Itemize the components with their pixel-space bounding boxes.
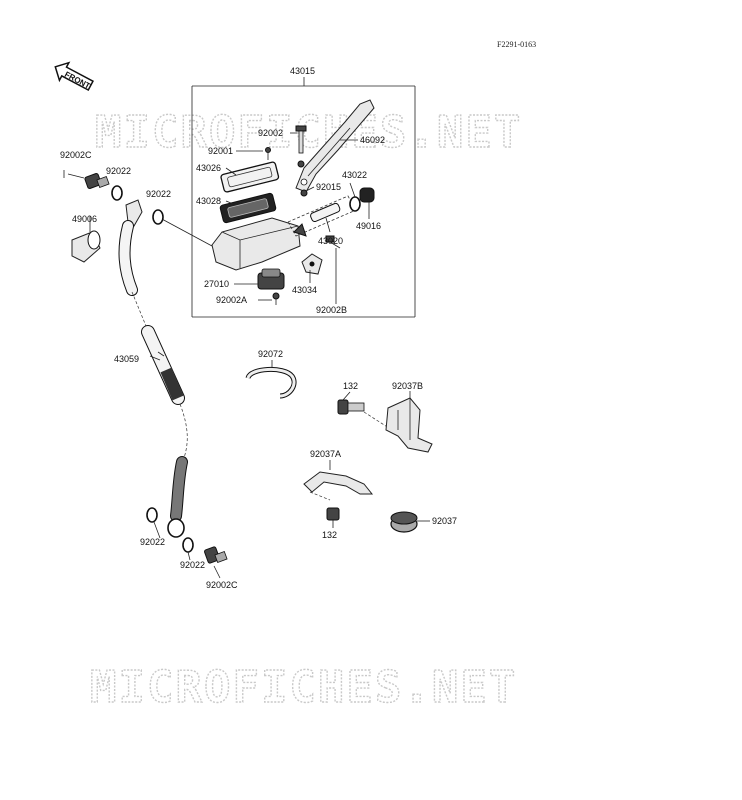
- label-92002c-top: 92002C: [60, 150, 92, 160]
- front-arrow-icon: FRONT: [54, 61, 94, 92]
- watermark-top: MICROFICHES.NET: [95, 107, 522, 158]
- label-132-top: 132: [343, 381, 358, 391]
- label-92022-mid: 92022: [146, 189, 171, 199]
- switch-holder-icon: [301, 253, 323, 275]
- grommet-icon: [390, 511, 430, 533]
- label-92037a: 92037A: [310, 449, 341, 459]
- label-92022-low-right: 92022: [180, 560, 205, 570]
- piston-seal-icon: [349, 196, 361, 212]
- watermark-bottom: MICROFICHES.NET: [90, 662, 517, 713]
- brake-hose-icon: [141, 325, 185, 405]
- label-92002c-bottom: 92002C: [206, 580, 238, 590]
- label-43059: 43059: [114, 354, 139, 364]
- washer-top-left-icon: [111, 185, 123, 201]
- banjo-cover-icon: [71, 230, 101, 263]
- hose-band-icon: [245, 360, 297, 399]
- label-43026: 43026: [196, 163, 221, 173]
- dust-boot-icon: [359, 187, 375, 203]
- pin-icon: [300, 189, 308, 197]
- label-92022-top-left: 92022: [106, 166, 131, 176]
- hose-lower-icon: [167, 456, 188, 538]
- label-46092: 46092: [360, 135, 385, 145]
- label-49006: 49006: [72, 214, 97, 224]
- banjo-bolt-bottom-icon: [204, 546, 228, 564]
- label-43028: 43028: [196, 196, 221, 206]
- label-92037: 92037: [432, 516, 457, 526]
- label-49016: 49016: [356, 221, 381, 231]
- screw-icon: [265, 147, 271, 160]
- label-92002a: 92002A: [216, 295, 247, 305]
- hose-dashed-upper: [131, 291, 147, 327]
- label-132-bottom: 132: [322, 530, 337, 540]
- label-43020: 43020: [318, 236, 343, 246]
- label-92002b: 92002B: [316, 305, 347, 315]
- pivot-bolt-icon: [295, 125, 307, 168]
- piston-assembly: [287, 195, 357, 237]
- reservoir-diaphragm: [219, 192, 277, 224]
- bolt-a-icon: [272, 292, 280, 305]
- washer-low-right-icon: [182, 537, 194, 553]
- label-92072: 92072: [258, 349, 283, 359]
- label-92001: 92001: [208, 146, 233, 156]
- leader-lines-top: [159, 132, 370, 304]
- brake-lever-icon: [295, 99, 375, 193]
- diagram-code: F2291-0163: [497, 40, 536, 49]
- label-92015: 92015: [316, 182, 341, 192]
- bolt-b-icon: [325, 235, 341, 249]
- washer-low-left-icon: [146, 507, 158, 523]
- reservoir-cap: [220, 161, 280, 193]
- hose-clamp-b-icon: [385, 391, 433, 453]
- label-43015: 43015: [290, 66, 315, 76]
- label-43034: 43034: [292, 285, 317, 295]
- leader-lines-bottom: [89, 216, 221, 579]
- washer-mid-icon: [152, 209, 164, 225]
- label-92037b: 92037B: [392, 381, 423, 391]
- label-92002: 92002: [258, 128, 283, 138]
- clamp-bracket-icon: [257, 268, 285, 290]
- banjo-bolt-top-icon: [63, 170, 110, 189]
- hose-dashed-middle: [179, 403, 188, 459]
- master-cylinder-body: [211, 217, 301, 271]
- hose-upper-icon: [118, 199, 143, 296]
- label-92022-low-left: 92022: [140, 537, 165, 547]
- hose-clamp-a-icon: [303, 460, 374, 501]
- bolt-132-bottom-icon: [326, 507, 340, 528]
- assembly-box: [191, 77, 416, 318]
- label-43022: 43022: [342, 170, 367, 180]
- label-27010: 27010: [204, 279, 229, 289]
- bolt-132-top-icon: [337, 391, 393, 431]
